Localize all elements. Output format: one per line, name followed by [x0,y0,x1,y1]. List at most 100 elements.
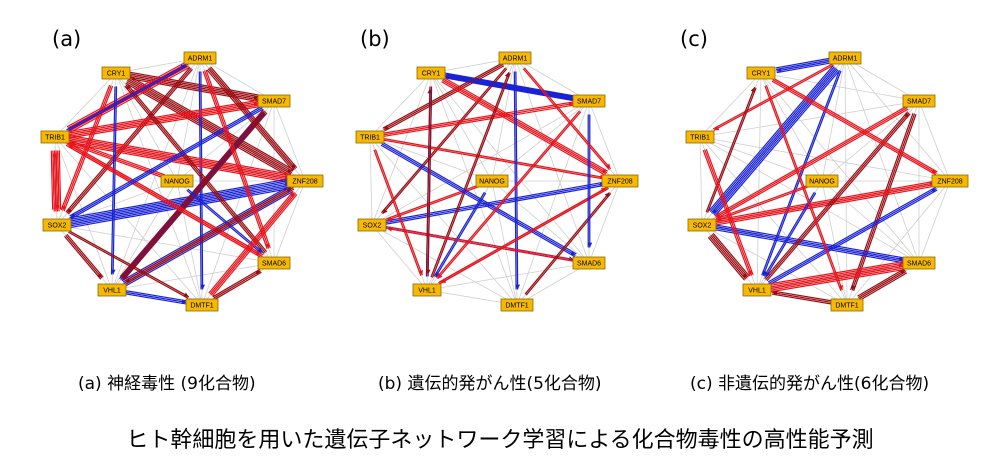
regulation-edge [387,226,576,261]
regulation-edge [212,269,260,298]
regulation-edge [198,71,202,290]
regulation-edge [713,64,834,131]
regulation-edge [70,182,290,224]
regulation-edge [64,236,102,280]
regulation-edge [57,152,60,212]
regulation-edge [68,69,193,215]
regulation-edge [129,75,294,171]
gene-node-sox2: SOX2 [357,218,387,232]
regulation-edge [52,152,55,212]
background-edge [846,180,951,306]
regulation-edge [522,68,610,170]
regulation-edge [432,72,511,278]
regulation-edge [375,149,423,276]
regulation-edge [858,269,906,298]
regulation-edge [213,270,261,299]
gene-node-dmtf1: DMTF1 [830,298,864,312]
regulation-edge [712,68,838,214]
regulation-edge [776,60,832,73]
gene-node-label: VHL1 [418,288,436,295]
background-edge [514,57,590,102]
gene-node-trib1: TRIB1 [685,130,715,144]
regulation-edge [68,101,259,136]
regulation-edge [708,237,745,281]
gene-node-trib1: TRIB1 [355,130,385,144]
gene-node-label: DMTF1 [505,303,528,310]
regulation-edge [513,71,517,290]
gene-node-box [500,298,534,312]
regulation-edge [122,185,291,281]
gene-node-box [416,66,446,80]
regulation-edge [382,101,574,134]
background-edge [760,72,920,264]
regulation-edge [384,181,605,222]
regulation-edge [381,143,576,256]
gene-node-box [257,94,291,108]
regulation-edge [716,185,810,222]
regulation-edges [373,62,611,296]
regulation-edge [715,181,935,223]
gene-node-label: SMAD7 [262,99,286,106]
background-edge [516,100,590,306]
gene-node-dmtf1: DMTF1 [185,298,219,312]
gene-node-label: NANOG [809,179,835,186]
gene-node-label: ZNF208 [607,179,632,186]
background-edge [701,57,846,226]
regulation-edge [202,71,268,250]
background-edge [369,136,373,226]
gene-node-sox2: SOX2 [42,218,72,232]
gene-node-label: ADRM1 [833,56,858,63]
regulation-edge [212,194,298,297]
gene-node-box [742,283,772,297]
background-edge [846,262,920,306]
regulation-edge [705,87,756,213]
regulation-edge [67,99,259,133]
regulation-edge [210,193,296,296]
gene-node-nanog: NANOG [805,174,839,188]
gene-node-box [830,298,864,312]
gene-node-box [931,174,969,188]
background-edge [699,136,951,182]
regulation-edge [126,188,295,285]
regulation-edge [709,236,747,280]
gene-node-label: DMTF1 [835,303,858,310]
regulation-edge [67,141,262,255]
regulation-edge [187,188,263,253]
background-edge [426,57,516,291]
regulation-edge [124,85,265,254]
gene-node-box [97,283,127,297]
background-edge [701,180,951,226]
regulation-edge [715,227,904,262]
gene-node-box [746,66,776,80]
regulation-edge [446,73,577,98]
regulation-edge [128,77,293,172]
gene-node-nanog: NANOG [160,174,194,188]
gene-node-vhl1: VHL1 [412,283,442,297]
regulation-edge [69,66,190,133]
regulation-edge [66,68,192,214]
background-edge [54,72,117,138]
gene-node-box [286,174,324,188]
regulation-edge [125,290,188,302]
regulation-edge [383,104,575,137]
panel-c-label: (c) [680,27,708,51]
regulation-edge [716,108,909,220]
regulation-edge [713,63,833,130]
gene-node-label: SMAD6 [907,261,931,268]
gene-node-smad7: SMAD7 [902,94,936,108]
background-edge [115,72,203,306]
regulation-edge [850,113,914,290]
regulation-edge [764,111,908,279]
background-edge [844,57,951,182]
gene-node-box [687,218,717,232]
gene-node-label: CRY1 [422,71,441,78]
gene-node-label: SMAD6 [577,261,601,268]
regulation-edge [439,186,609,283]
background-edge [699,72,762,138]
gene-node-box [498,51,532,65]
regulation-edge [853,114,917,292]
background-edge [426,262,590,291]
background-edge [514,57,621,182]
